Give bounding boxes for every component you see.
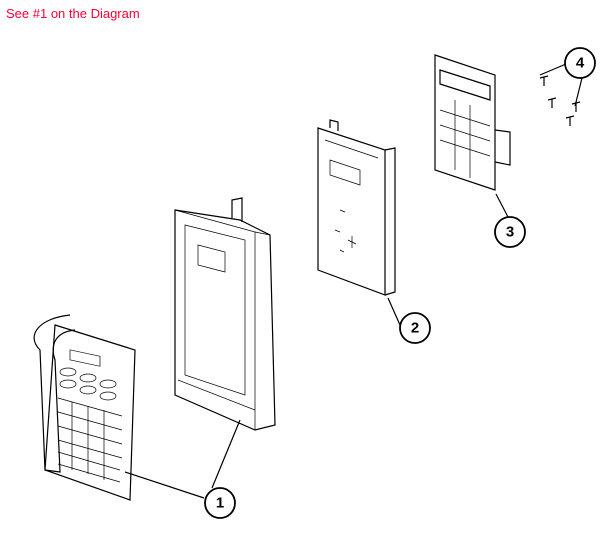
control-board <box>434 54 511 191</box>
callout-1: 1 <box>204 487 236 519</box>
svg-text:1: 1 <box>216 495 224 512</box>
svg-text:4: 4 <box>576 55 585 72</box>
svg-text:2: 2 <box>411 320 419 337</box>
control-panel-bracket <box>317 119 396 296</box>
door-frame <box>174 197 276 431</box>
leader-lines <box>124 63 583 499</box>
callout-4: 4 <box>564 47 596 79</box>
diagram-caption: See #1 on the Diagram <box>6 6 140 21</box>
callout-3: 3 <box>494 216 526 248</box>
svg-text:3: 3 <box>506 224 514 241</box>
keypad-membrane <box>33 314 136 501</box>
screws <box>539 75 581 126</box>
callout-2: 2 <box>399 312 431 344</box>
